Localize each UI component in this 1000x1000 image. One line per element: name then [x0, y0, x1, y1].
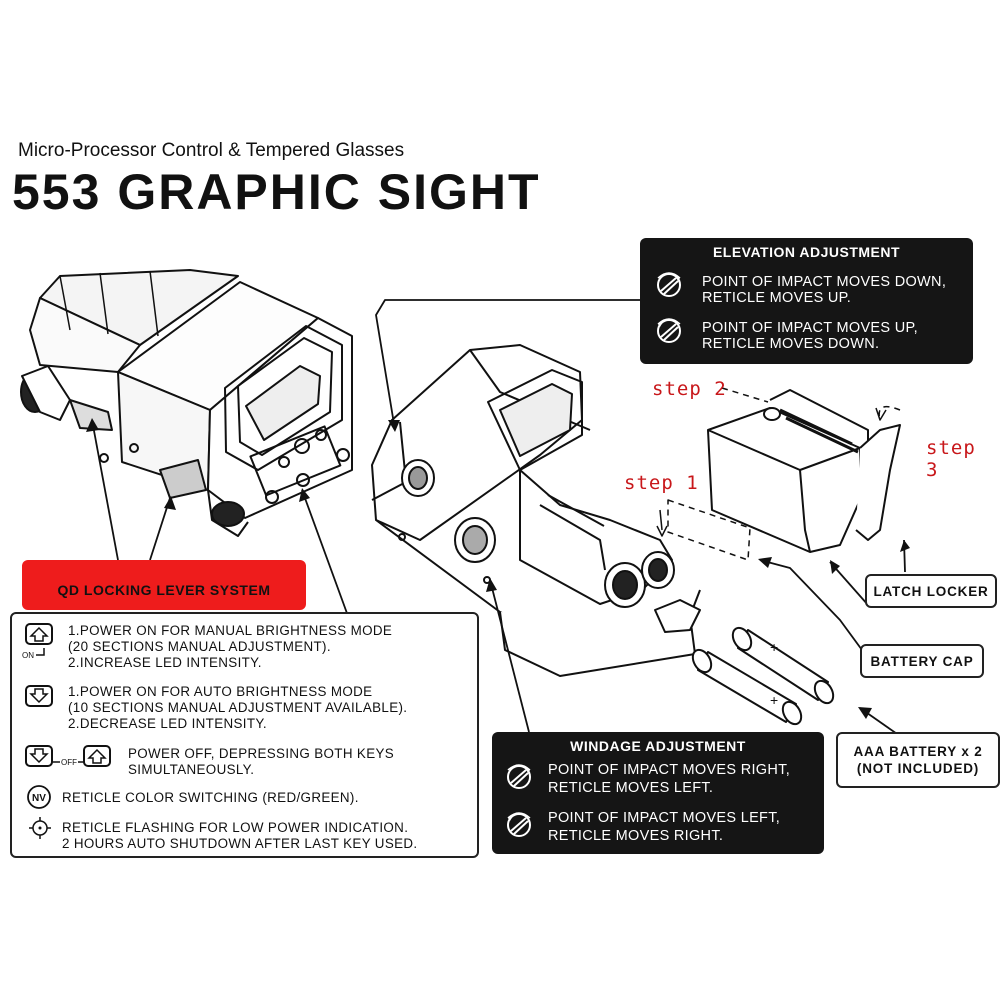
instruction-line-7: POWER OFF, DEPRESSING BOTH KEYS [128, 746, 395, 761]
up-arrow-key-icon: ON [22, 623, 53, 660]
down-arrow-key-icon [25, 685, 53, 707]
battery-line-1: AAA BATTERY x 2 [853, 744, 983, 759]
latch-locker-label: LATCH LOCKER [865, 574, 997, 608]
windage-heading: WINDAGE ADJUSTMENT [570, 738, 746, 754]
elevation-line-3: POINT OF IMPACT MOVES UP, [702, 320, 918, 336]
instruction-line-2: (20 SECTIONS MANUAL ADJUSTMENT). [68, 639, 331, 654]
elevation-adjustment-panel: ELEVATION ADJUSTMENT POINT OF IMPACT MOV… [640, 238, 973, 364]
svg-text:+: + [770, 692, 778, 708]
on-label: ON [22, 651, 34, 660]
windage-line-1: POINT OF IMPACT MOVES RIGHT, [548, 762, 791, 778]
windage-adjustment-panel: WINDAGE ADJUSTMENT POINT OF IMPACT MOVES… [492, 732, 824, 854]
step-2-label: step 2 [652, 378, 727, 400]
nv-label: NV [32, 793, 46, 804]
instruction-line-6: 2.DECREASE LED INTENSITY. [68, 716, 268, 731]
elevation-line-1: POINT OF IMPACT MOVES DOWN, [702, 274, 947, 290]
step-3-label: step 3 [926, 437, 976, 481]
qd-locking-lever-label: QD LOCKING LEVER SYSTEM [22, 560, 306, 610]
instruction-line-10: RETICLE FLASHING FOR LOW POWER INDICATIO… [62, 820, 409, 835]
page-title: 553 GRAPHIC SIGHT [12, 164, 541, 220]
windage-line-3: POINT OF IMPACT MOVES LEFT, [548, 810, 781, 826]
rotate-dial-icon [657, 272, 681, 297]
subtitle: Micro-Processor Control & Tempered Glass… [18, 140, 405, 161]
nv-icon: NV [27, 785, 51, 809]
windage-line-2: RETICLE MOVES LEFT. [548, 780, 714, 796]
off-label: OFF [61, 758, 77, 767]
svg-text:+: + [770, 639, 778, 655]
instruction-line-4: 1.POWER ON FOR AUTO BRIGHTNESS MODE [68, 684, 373, 699]
battery-cap-drawing [707, 389, 901, 553]
main-sight-drawing [371, 344, 701, 677]
elevation-line-2: RETICLE MOVES UP. [702, 290, 852, 306]
power-off-keys-icon: OFF [25, 745, 111, 767]
battery-cap-label: BATTERY CAP [860, 644, 984, 678]
step-1-label: step 1 [624, 472, 699, 494]
instruction-line-8: SIMULTANEOUSLY. [128, 762, 255, 777]
elevation-line-4: RETICLE MOVES DOWN. [702, 336, 880, 352]
instruction-line-9: RETICLE COLOR SWITCHING (RED/GREEN). [62, 790, 359, 805]
rotate-dial-icon [507, 764, 531, 789]
button-instructions-panel: ON 1.POWER ON FOR MANUAL BRIGHTNESS MODE… [10, 612, 479, 858]
crosshair-icon [29, 817, 51, 839]
instruction-line-5: (10 SECTIONS MANUAL ADJUSTMENT AVAILABLE… [68, 700, 408, 715]
rotate-dial-icon [657, 318, 681, 343]
rotate-dial-icon [507, 812, 531, 837]
instruction-line-11: 2 HOURS AUTO SHUTDOWN AFTER LAST KEY USE… [62, 836, 418, 851]
battery-line-2: (NOT INCLUDED) [856, 761, 980, 776]
left-sight-drawing [20, 269, 353, 537]
elevation-heading: ELEVATION ADJUSTMENT [712, 244, 901, 260]
instruction-line-1: 1.POWER ON FOR MANUAL BRIGHTNESS MODE [68, 623, 393, 638]
qd-label-text: QD LOCKING LEVER SYSTEM [57, 582, 271, 598]
battery-requirement-label: AAA BATTERY x 2 (NOT INCLUDED) [836, 732, 1000, 788]
instruction-line-3: 2.INCREASE LED INTENSITY. [68, 655, 262, 670]
windage-line-4: RETICLE MOVES RIGHT. [548, 828, 724, 844]
battery-drawing: + + [691, 626, 835, 726]
